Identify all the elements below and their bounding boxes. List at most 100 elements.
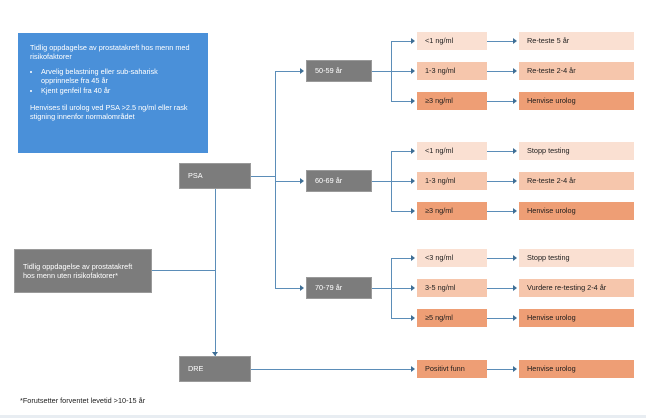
connector-60-out [372, 181, 391, 182]
bottom-divider [0, 415, 646, 418]
action-box[interactable]: Re-teste 2-4 år [519, 62, 634, 80]
arrow-age-50 [300, 68, 304, 74]
action-label: Re-teste 2-4 år [527, 66, 576, 76]
age-group-label: 50-59 år [315, 66, 343, 76]
connector-psa-out [251, 176, 275, 177]
connector-60-row-2 [391, 181, 413, 182]
psa-box[interactable]: PSA [179, 163, 251, 189]
connector-70-row-2 [391, 288, 413, 289]
connector-60-action-1 [487, 151, 515, 152]
psa-level-box[interactable]: 3-5 ng/ml [417, 279, 487, 297]
age-group-box-50-59[interactable]: 50-59 år [306, 60, 372, 82]
action-label: Stopp testing [527, 253, 570, 263]
action-label: Henvise urolog [527, 96, 576, 106]
arrow-age-70 [300, 285, 304, 291]
connector-70-out [372, 288, 391, 289]
connector-dre-out [251, 369, 413, 370]
arrow-50-action-1 [513, 38, 517, 44]
dre-label: DRE [188, 364, 204, 374]
action-box[interactable]: Henvise urolog [519, 202, 634, 220]
dre-finding-box[interactable]: Positivt funn [417, 360, 487, 378]
arrow-60-action-1 [513, 148, 517, 154]
arrow-50-action-3 [513, 98, 517, 104]
arrow-60-action-3 [513, 208, 517, 214]
arrow-50-action-2 [513, 68, 517, 74]
connector-age-70 [275, 288, 302, 289]
info-panel-risk-factors: Tidlig oppdagelse av prostatakreft hos m… [18, 33, 208, 153]
connector-50-action-3 [487, 101, 515, 102]
action-label: Vurdere re-testing 2-4 år [527, 283, 607, 293]
action-label: Re-teste 2-4 år [527, 176, 576, 186]
arrow-60-action-2 [513, 178, 517, 184]
info-panel-bullets: Arvelig belastning eller sub-saharisk op… [30, 67, 196, 96]
arrow-50-row-3 [411, 98, 415, 104]
psa-level-label: ≥5 ng/ml [425, 313, 453, 323]
no-risk-factors-label: Tidlig oppdagelse av prostatakreft hos m… [23, 261, 133, 280]
psa-level-box[interactable]: <1 ng/ml [417, 32, 487, 50]
arrow-to-dre [212, 352, 218, 356]
connector-70-row-3 [391, 318, 413, 319]
psa-level-box[interactable]: 1-3 ng/ml [417, 62, 487, 80]
no-risk-factors-box[interactable]: Tidlig oppdagelse av prostatakreft hos m… [14, 249, 152, 293]
action-box[interactable]: Henvise urolog [519, 92, 634, 110]
psa-level-label: 3-5 ng/ml [425, 283, 456, 293]
dre-action-box[interactable]: Henvise urolog [519, 360, 634, 378]
connector-50-out [372, 71, 391, 72]
age-group-label: 70-79 år [315, 283, 343, 293]
footnote: *Forutsetter forventet levetid >10-15 år [20, 396, 146, 405]
dre-box[interactable]: DRE [179, 356, 251, 382]
psa-level-box[interactable]: 1-3 ng/ml [417, 172, 487, 190]
connector-60-row-3 [391, 211, 413, 212]
action-box[interactable]: Vurdere re-testing 2-4 år [519, 279, 634, 297]
connector-70-action-1 [487, 258, 515, 259]
dre-finding-label: Positivt funn [425, 364, 465, 374]
psa-level-label: 1-3 ng/ml [425, 176, 456, 186]
action-label: Re-teste 5 år [527, 36, 570, 46]
connector-50-row-2 [391, 71, 413, 72]
info-panel-bullet: Arvelig belastning eller sub-saharisk op… [41, 67, 196, 85]
arrow-70-action-1 [513, 255, 517, 261]
connector-60-row-1 [391, 151, 413, 152]
action-label: Henvise urolog [527, 313, 576, 323]
arrow-age-60 [300, 178, 304, 184]
arrow-70-row-2 [411, 285, 415, 291]
psa-level-box[interactable]: ≥5 ng/ml [417, 309, 487, 327]
connector-age-60 [275, 181, 302, 182]
action-box[interactable]: Stopp testing [519, 249, 634, 267]
connector-50-action-2 [487, 71, 515, 72]
connector-50-row-1 [391, 41, 413, 42]
psa-level-label: ≥3 ng/ml [425, 206, 453, 216]
psa-level-box[interactable]: <1 ng/ml [417, 142, 487, 160]
action-box[interactable]: Re-teste 2-4 år [519, 172, 634, 190]
age-group-box-60-69[interactable]: 60-69 år [306, 170, 372, 192]
action-box[interactable]: Henvise urolog [519, 309, 634, 327]
arrow-dre-action [513, 366, 517, 372]
connector-age-50 [275, 71, 302, 72]
arrow-60-row-2 [411, 178, 415, 184]
arrow-50-row-2 [411, 68, 415, 74]
arrow-60-row-1 [411, 148, 415, 154]
connector-70-row-1 [391, 258, 413, 259]
psa-level-label: <3 ng/ml [425, 253, 454, 263]
connector-60-action-2 [487, 181, 515, 182]
action-label: Henvise urolog [527, 206, 576, 216]
info-panel-bullet: Kjent genfeil fra 40 år [41, 86, 196, 95]
age-group-box-70-79[interactable]: 70-79 år [306, 277, 372, 299]
connector-vertical-trunk [215, 185, 216, 356]
psa-level-box[interactable]: ≥3 ng/ml [417, 202, 487, 220]
connector-50-row-3 [391, 101, 413, 102]
info-panel-heading: Tidlig oppdagelse av prostatakreft hos m… [30, 43, 190, 62]
connector-age-trunk [275, 71, 276, 288]
arrow-70-row-3 [411, 315, 415, 321]
action-box[interactable]: Stopp testing [519, 142, 634, 160]
psa-label: PSA [188, 171, 203, 181]
psa-level-box[interactable]: <3 ng/ml [417, 249, 487, 267]
connector-70-action-3 [487, 318, 515, 319]
psa-level-box[interactable]: ≥3 ng/ml [417, 92, 487, 110]
connector-norisk-to-trunk [152, 270, 215, 271]
arrow-70-action-3 [513, 315, 517, 321]
connector-50-action-1 [487, 41, 515, 42]
action-box[interactable]: Re-teste 5 år [519, 32, 634, 50]
age-group-label: 60-69 år [315, 176, 343, 186]
